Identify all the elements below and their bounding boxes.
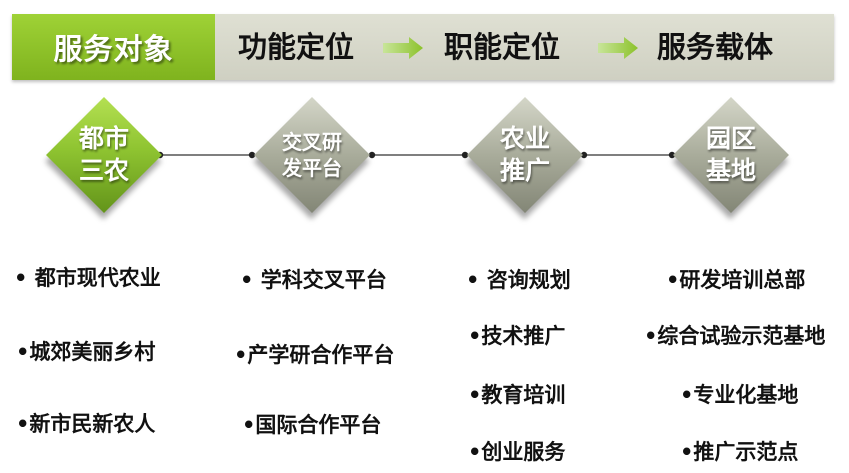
list-item: •专业化基地 [680,383,799,407]
list-item: •新市民新农人 [16,412,156,436]
node-urban-agriculture: 都市 三农 [45,96,163,214]
header-duty-position: 职能定位 [444,30,561,64]
list-item: •综合试验示范基地 [644,324,826,348]
node-label-line2: 三农 [78,156,129,185]
header-function-position: 功能定位 [238,30,355,64]
node-label-line1: 都市 [78,124,129,153]
node-label-line1: 农业 [499,124,550,153]
header-service-carrier: 服务载体 [657,30,774,64]
list-item: •国际合作平台 [242,413,382,437]
header-service-target: 服务对象 [12,14,215,80]
node-label-line2: 基地 [705,156,756,185]
list-item: •教育培训 [468,383,566,407]
right-arrow-icon [598,37,638,59]
node-agricultural-extension: 农业 推广 [466,96,584,214]
node-label-line2: 发平台 [282,156,342,180]
node-cross-research-platform: 交叉研 发平台 [253,96,371,214]
list-item: •城郊美丽乡村 [16,340,156,364]
node-label-line2: 推广 [499,156,550,185]
list-item: •推广示范点 [680,440,799,464]
node-park-base: 园区 基地 [672,96,790,214]
header-service-target-label: 服务对象 [53,32,174,66]
node-label-line1: 园区 [705,124,756,153]
list-item: • 都市现代农业 [14,266,161,290]
right-arrow-icon [383,37,423,59]
list-item: • 咨询规划 [466,268,571,292]
node-label-line1: 交叉研 [282,130,342,154]
list-item: •创业服务 [468,440,566,464]
list-item: •研发培训总部 [666,268,806,292]
list-item: •产学研合作平台 [234,343,395,367]
list-item: • 学科交叉平台 [240,268,387,292]
list-item: •技术推广 [468,324,566,348]
